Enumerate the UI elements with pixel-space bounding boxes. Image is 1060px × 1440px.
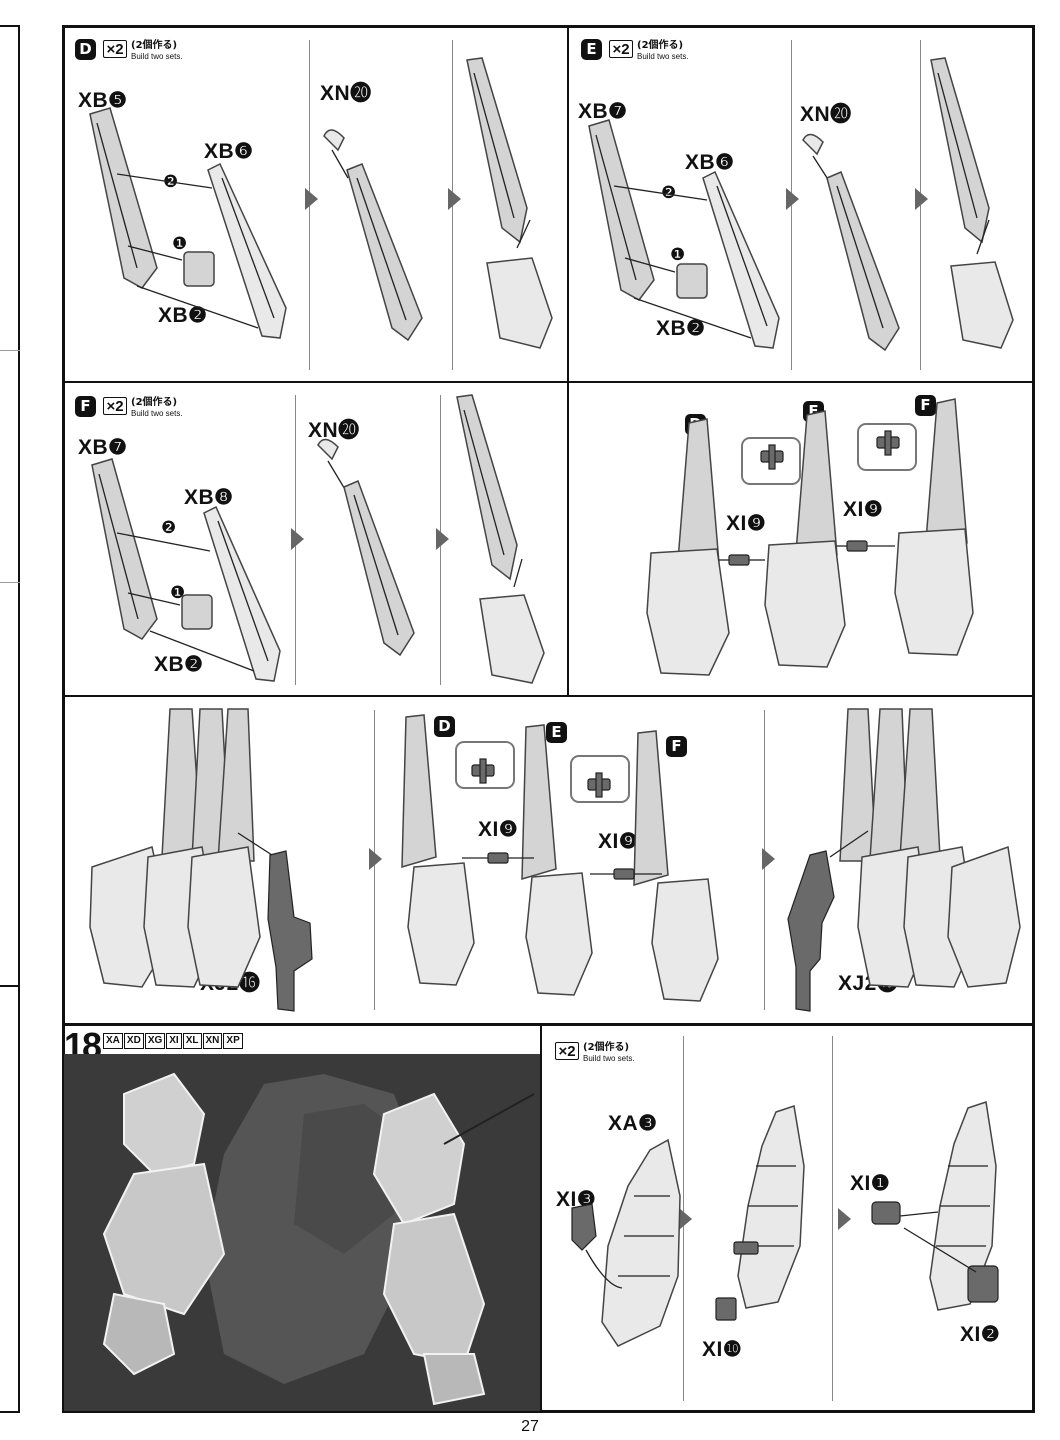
prev-page-divider xyxy=(0,985,20,987)
page-number: 27 xyxy=(521,1418,539,1435)
quantity-jp: (2個作る) xyxy=(131,397,178,408)
part-label: XB❻ xyxy=(204,140,254,163)
quantity-mark: ×2 xyxy=(103,397,127,415)
panel-badge-f: F xyxy=(915,395,936,416)
panel-badge-f: F xyxy=(75,396,96,417)
part-label: XI❾ xyxy=(726,512,767,535)
next-step-arrow xyxy=(679,1208,692,1230)
part-label: XI❿ xyxy=(702,1338,743,1361)
part-label: XI❾ xyxy=(598,830,639,853)
part-label: XN⓴ xyxy=(308,419,360,442)
next-step-arrow xyxy=(786,188,799,210)
robot-reference-image xyxy=(64,1054,540,1411)
next-step-arrow xyxy=(436,528,449,550)
prev-page-divider xyxy=(0,350,20,351)
part-label: XN⓴ xyxy=(320,82,372,105)
assembly-step-mark: ❶ xyxy=(670,245,686,264)
part-label: XB❷ xyxy=(154,653,204,676)
part-label: XA❸ xyxy=(608,1112,658,1135)
part-tag: XI xyxy=(166,1033,182,1049)
part-tag: XA xyxy=(103,1033,123,1049)
prev-page-divider xyxy=(0,582,20,583)
quantity-en: Build two sets. xyxy=(583,1054,635,1063)
part-label: XN⓴ xyxy=(800,103,852,126)
part-label: XI❾ xyxy=(478,818,519,841)
panel-badge-d: D xyxy=(75,39,96,60)
panel-badge-d: D xyxy=(434,716,455,737)
part-label: XB❺ xyxy=(78,89,128,112)
next-step-arrow xyxy=(369,848,382,870)
assembly-step-mark: ❷ xyxy=(661,183,677,202)
assembly-step-mark: ❷ xyxy=(161,518,177,537)
row3-parts-illustration xyxy=(89,708,1021,1012)
part-tag: XD xyxy=(123,1033,144,1049)
panel-f-parts-illustration xyxy=(91,394,545,684)
quantity-en: Build two sets. xyxy=(637,52,689,61)
part-label: XB❷ xyxy=(158,304,208,327)
part-label: XB❼ xyxy=(578,100,628,123)
part-label: XI❾ xyxy=(843,498,884,521)
quantity-jp: (2個作る) xyxy=(637,40,684,51)
next-step-arrow xyxy=(305,188,318,210)
next-step-arrow xyxy=(448,188,461,210)
next-step-arrow xyxy=(291,528,304,550)
substep-divider xyxy=(832,1036,833,1401)
row4-parts-illustration xyxy=(571,1101,999,1347)
next-step-arrow xyxy=(915,188,928,210)
part-tag: XN xyxy=(202,1033,223,1049)
part-tag: XG xyxy=(144,1033,166,1049)
quantity-jp: (2個作る) xyxy=(583,1042,630,1053)
part-label: XB❻ xyxy=(685,151,735,174)
part-label: XI❶ xyxy=(850,1172,891,1195)
next-step-arrow xyxy=(762,848,775,870)
quantity-jp: (2個作る) xyxy=(131,40,178,51)
col-divider xyxy=(567,25,569,695)
panel-def-parts-illustration xyxy=(646,398,974,676)
quantity-mark: ×2 xyxy=(609,40,633,58)
col-divider xyxy=(540,1023,542,1413)
panel-badge-e: E xyxy=(581,39,602,60)
part-label: XB❽ xyxy=(184,486,234,509)
assembly-step-mark: ❶ xyxy=(170,583,186,602)
next-step-arrow xyxy=(838,1208,851,1230)
part-tag-list: XA XD XG XI XL XN XP xyxy=(103,1033,243,1049)
part-label: XB❷ xyxy=(656,317,706,340)
quantity-mark: ×2 xyxy=(555,1042,579,1060)
part-tag: XL xyxy=(182,1033,202,1049)
panel-badge-e: E xyxy=(546,722,567,743)
row-divider xyxy=(62,695,1035,697)
quantity-mark: ×2 xyxy=(103,40,127,58)
panel-badge-f: F xyxy=(666,736,687,757)
part-label: XB❼ xyxy=(78,436,128,459)
part-tag: XP xyxy=(223,1033,243,1049)
quantity-en: Build two sets. xyxy=(131,52,183,61)
panel-d-parts-illustration xyxy=(89,57,553,349)
row-divider xyxy=(62,1023,1035,1026)
part-label: XI❷ xyxy=(960,1323,1001,1346)
panel-e-parts-illustration xyxy=(588,57,1014,352)
row-divider xyxy=(62,381,1035,383)
assembly-step-mark: ❶ xyxy=(172,234,188,253)
prev-page-edge xyxy=(0,25,20,1413)
robot-silhouette xyxy=(102,1072,535,1406)
quantity-en: Build two sets. xyxy=(131,409,183,418)
